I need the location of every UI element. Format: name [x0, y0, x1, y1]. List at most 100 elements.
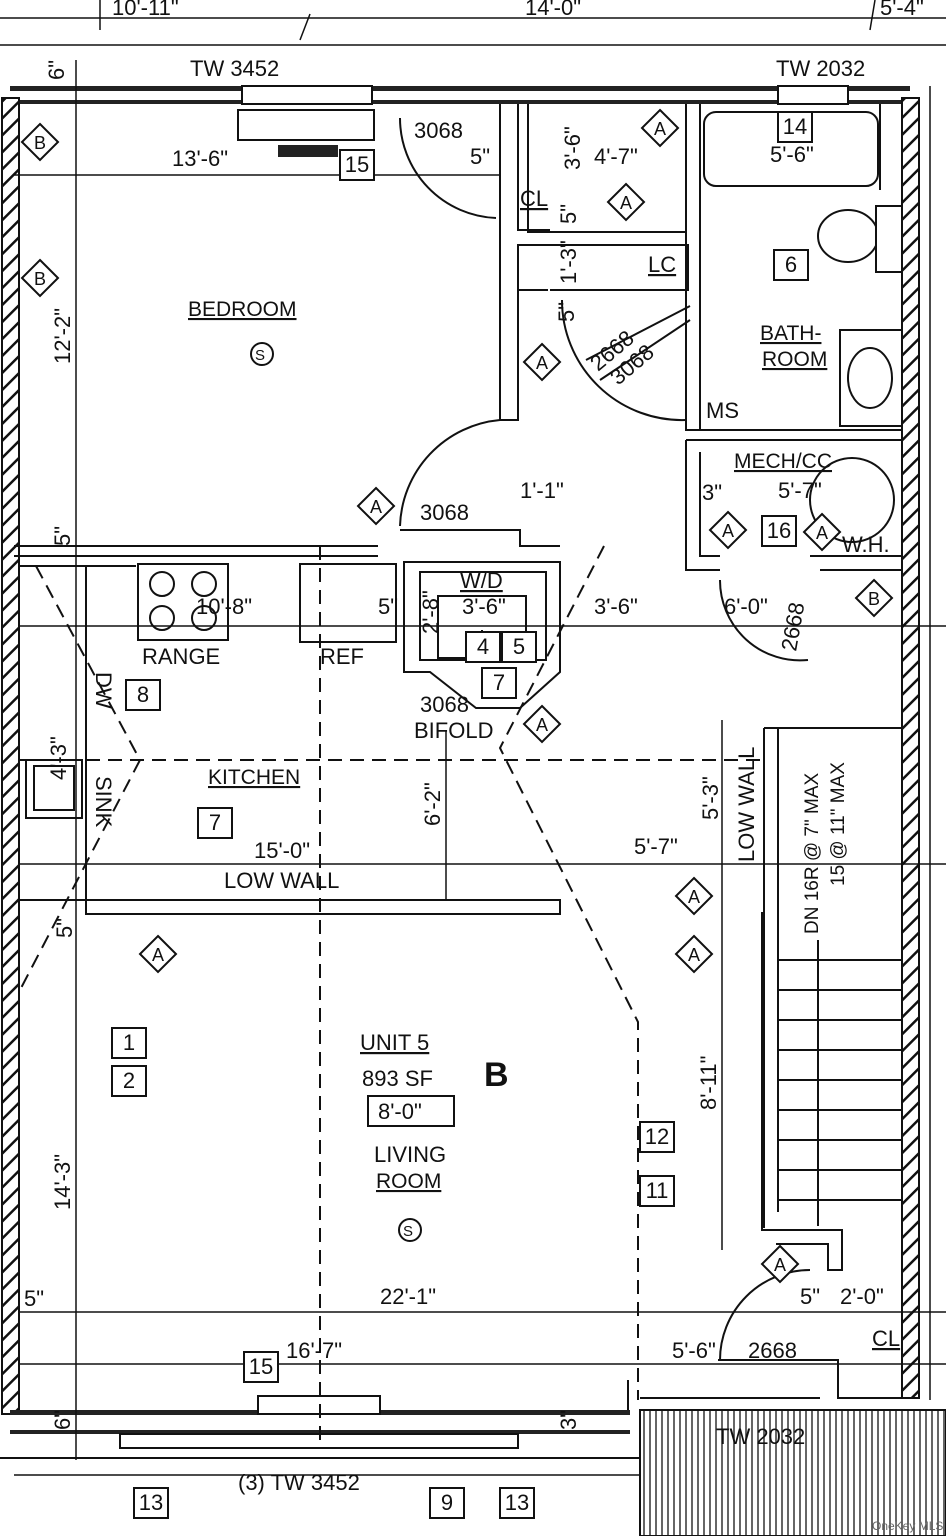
diamond-tag: A [138, 934, 178, 974]
keyed-note: 11 [639, 1175, 675, 1207]
dimension-lines [14, 60, 946, 1476]
diamond-tag: A [674, 934, 714, 974]
svg-text:15: 15 [345, 152, 369, 177]
window-top-left: TW 3452 [190, 56, 375, 157]
dashed-overhead-lines [19, 545, 760, 1440]
unit-name: UNIT 5 [360, 1030, 429, 1055]
dim-4-7: 4'-7" [594, 144, 638, 169]
dim-4-3: 4'-3" [46, 736, 71, 780]
dim-5h: 5" [800, 1284, 820, 1309]
svg-text:2: 2 [123, 1068, 135, 1093]
label-range: RANGE [142, 644, 220, 669]
dim-14-3: 14'-3" [50, 1154, 75, 1210]
label-cl-top: CL [520, 186, 548, 211]
watermark: OneKey MLS [872, 1519, 943, 1533]
keyed-note: 14 [777, 111, 813, 143]
keyed-note: 15 [339, 149, 375, 181]
svg-text:8: 8 [137, 682, 149, 707]
dim-3b: 3" [556, 1410, 581, 1430]
dim-2-8: 2'-8" [418, 590, 443, 634]
dim-16-7: 16'-7" [286, 1338, 342, 1363]
diamond-tag: A [802, 512, 842, 552]
dim-1-3: 1'-3" [556, 240, 581, 284]
dim-12-2: 12'-2" [50, 308, 75, 364]
room-mech: MECH/CC [734, 450, 832, 473]
room-living-2: ROOM [376, 1170, 441, 1193]
diamond-tag: B [854, 578, 894, 618]
keyed-note: 12 [639, 1121, 675, 1153]
door-swings [398, 117, 811, 1361]
keyed-note: 2 [111, 1065, 147, 1097]
label-wd: W/D [460, 568, 503, 593]
door-bed-entry: 3068 [420, 500, 469, 525]
dim-5-6: 5'-6" [770, 142, 814, 167]
diamond-tag: A [606, 182, 646, 222]
svg-text:A: A [654, 119, 666, 139]
label-stair-2: 15 @ 11" MAX [828, 762, 849, 886]
dim-10-8: 10'-8" [196, 594, 252, 619]
door-bed-top: 3068 [414, 118, 463, 143]
kitchen-fixtures [20, 563, 397, 901]
keyed-note: 7 [481, 667, 517, 699]
smoke-detector-icon: S [250, 342, 274, 366]
stair-treads [778, 959, 902, 1201]
dim-6a: 6" [44, 60, 69, 80]
diamond-tag: A [760, 1244, 800, 1284]
svg-text:14: 14 [783, 114, 807, 139]
svg-text:16: 16 [767, 518, 791, 543]
dim-22-1: 22'-1" [380, 1284, 436, 1309]
dim-5b: 5" [556, 204, 581, 224]
room-bedroom: BEDROOM [188, 298, 297, 321]
keyed-note: 6 [773, 249, 809, 281]
dim-5f: 5" [52, 918, 77, 938]
label-stair: DN 16R @ 7" MAX [802, 772, 823, 934]
dim-5-7a: 5'-7" [778, 478, 822, 503]
svg-text:12: 12 [645, 1124, 669, 1149]
dim-5c: 5" [554, 302, 579, 322]
svg-text:6: 6 [785, 252, 797, 277]
deck-area [639, 1409, 946, 1536]
svg-text:13: 13 [139, 1490, 163, 1515]
interior-walls [14, 104, 903, 1410]
keyed-note: 15 [243, 1351, 279, 1383]
svg-text:9: 9 [441, 1490, 453, 1515]
keyed-note: 1 [111, 1027, 147, 1059]
svg-text:A: A [688, 887, 700, 907]
window-bottom-right-label: TW 2032 [716, 1424, 805, 1449]
dim-5e: 5" [378, 594, 398, 619]
room-living-1: LIVING [374, 1142, 446, 1167]
svg-text:7: 7 [493, 670, 505, 695]
svg-text:S: S [255, 347, 265, 364]
keyed-note: 8 [125, 679, 161, 711]
svg-text:B: B [34, 269, 46, 289]
svg-text:A: A [816, 523, 828, 543]
label-dw: DW [91, 672, 116, 709]
door-bottom: 2668 [748, 1338, 797, 1363]
label-lc: LC [648, 252, 676, 277]
svg-text:1: 1 [123, 1030, 135, 1055]
smoke-detector-icon: S [398, 1218, 422, 1242]
keyed-note: 9 [429, 1487, 465, 1519]
dim-top-2: 14'-0" [525, 0, 581, 20]
keyed-note: 5 [501, 631, 537, 663]
dim-5d: 5" [50, 526, 75, 546]
dim-5-6b: 5'-6" [672, 1338, 716, 1363]
top-dimension-string: 10'-11" 14'-0" 5'-4" [0, 0, 946, 46]
dim-5-3: 5'-3" [698, 776, 723, 820]
diamond-tag: B [20, 122, 60, 162]
svg-text:A: A [152, 945, 164, 965]
diamond-tag: A [522, 704, 562, 744]
svg-text:B: B [34, 133, 46, 153]
unit-letter: B [484, 1056, 509, 1094]
door-mech: 2668 [776, 600, 809, 653]
dim-3a: 3" [702, 480, 722, 505]
window-top-right: TW 2032 [776, 56, 865, 105]
keyed-note: 4 [465, 631, 501, 663]
dim-1-1: 1'-1" [520, 478, 564, 503]
svg-text:A: A [774, 1255, 786, 1275]
keyed-note: 7 [197, 807, 233, 839]
dim-5a: 5" [470, 144, 490, 169]
label-ref: REF [320, 644, 364, 669]
room-bath-1: BATH- [760, 322, 821, 345]
